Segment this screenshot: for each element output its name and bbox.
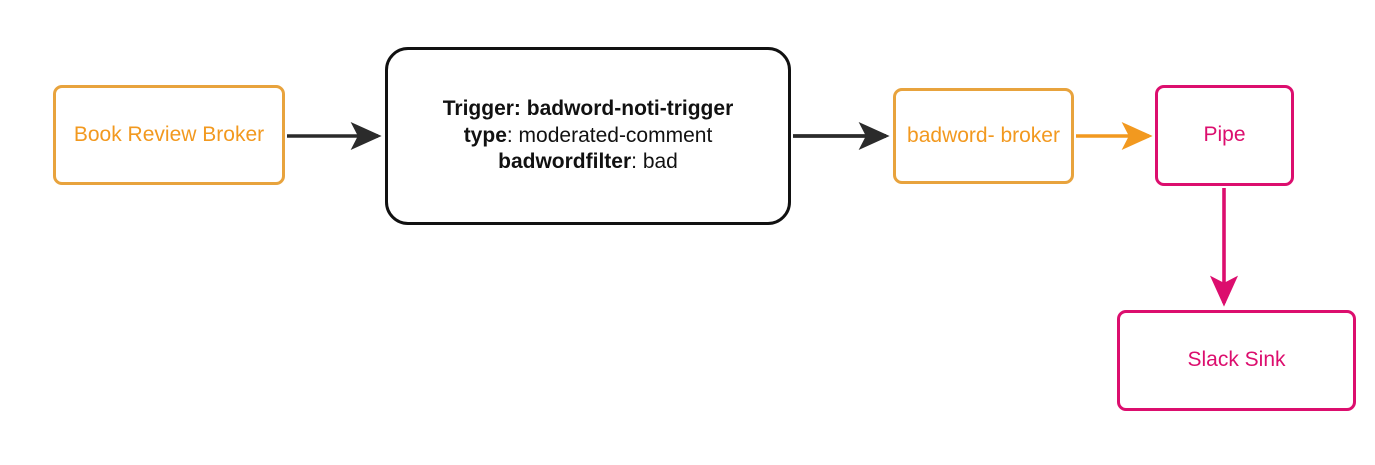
node-trigger-line-3-separator: : bbox=[631, 150, 643, 174]
node-book-review-broker[interactable]: Book Review Broker bbox=[53, 85, 285, 185]
node-trigger-line-2-value: moderated-comment bbox=[518, 123, 713, 147]
node-badword-broker-label-line2: broker bbox=[1000, 123, 1060, 147]
node-trigger-line-1: Trigger: badword-noti-trigger bbox=[388, 96, 788, 123]
node-trigger-line-2-key: type bbox=[463, 123, 507, 147]
node-trigger-label: Trigger: badword-noti-trigger type: mode… bbox=[388, 96, 788, 177]
node-pipe-label: Pipe bbox=[1203, 123, 1246, 147]
node-trigger-line-3: badwordfilter: bad bbox=[388, 149, 788, 176]
node-trigger-line-2-separator: : bbox=[506, 123, 519, 147]
node-trigger-line-3-key: badwordfilter bbox=[498, 150, 632, 174]
node-trigger[interactable]: Trigger: badword-noti-trigger type: mode… bbox=[385, 47, 791, 225]
node-book-review-broker-label-line2: Broker bbox=[202, 122, 265, 146]
node-slack-sink-label: Slack Sink bbox=[1187, 348, 1286, 372]
node-badword-broker-label: badword- broker bbox=[896, 123, 1071, 150]
node-badword-broker[interactable]: badword- broker bbox=[893, 88, 1074, 184]
node-badword-broker-label-line1: badword- bbox=[907, 123, 995, 147]
node-trigger-line-3-value: bad bbox=[642, 150, 678, 174]
node-trigger-line-1-value: badword-noti-trigger bbox=[526, 96, 734, 120]
node-trigger-line-1-key: Trigger: bbox=[442, 96, 527, 120]
node-slack-sink[interactable]: Slack Sink bbox=[1117, 310, 1356, 411]
node-pipe[interactable]: Pipe bbox=[1155, 85, 1294, 186]
node-book-review-broker-label-line1: Book Review bbox=[73, 122, 197, 146]
node-trigger-line-2: type: moderated-comment bbox=[388, 123, 788, 150]
node-book-review-broker-label: Book Review Broker bbox=[56, 122, 282, 149]
